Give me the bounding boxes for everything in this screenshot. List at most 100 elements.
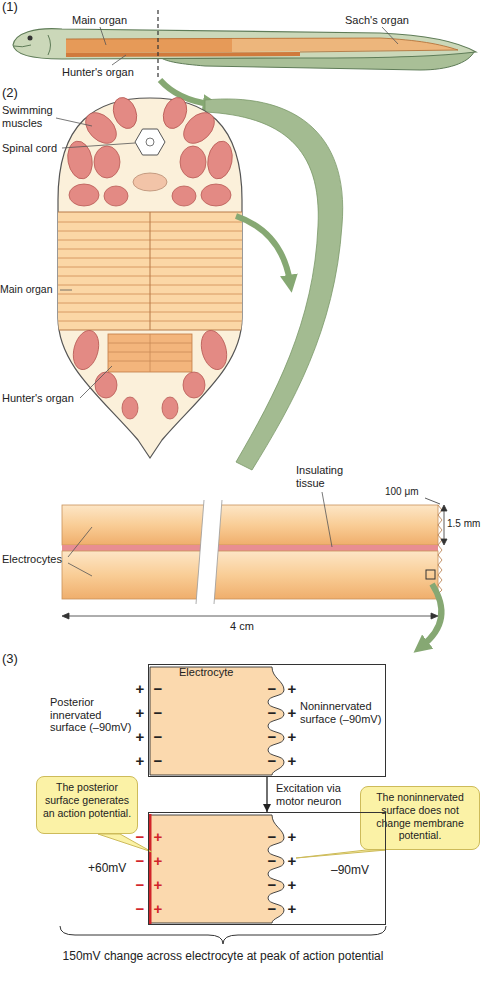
dimension-label: 4 cm [222, 620, 262, 633]
surface-label: Noninnervated surface (–90mV) [300, 700, 384, 725]
leader-line [68, 492, 332, 576]
leader-line [56, 118, 92, 126]
charge-sign: + [285, 828, 299, 845]
charge-sign: + [133, 680, 147, 697]
charge-sign: + [285, 752, 299, 769]
eel-illustration [28, 36, 33, 41]
eel-illustration [14, 45, 31, 47]
part-label: Spinal cord [2, 142, 66, 155]
electrocyte-cell [150, 815, 284, 923]
eel-illustration [13, 29, 476, 70]
spinal-cord [135, 129, 165, 155]
leader-line [382, 27, 398, 44]
charge-sign: − [265, 828, 279, 845]
charge-sign: − [151, 704, 165, 721]
part-label: Hunter's organ [62, 66, 152, 79]
leader-line [112, 55, 126, 65]
part-label: Main organ [72, 14, 152, 27]
dimension-label: 1.5 mm [447, 518, 485, 530]
electrocyte-cell [150, 667, 284, 775]
dimension-line [62, 498, 447, 619]
charge-sign: + [285, 852, 299, 869]
charge-sign: − [265, 728, 279, 745]
part-label: Swimming muscles [2, 104, 60, 129]
leader-line [56, 118, 135, 398]
charge-sign: + [151, 852, 165, 869]
swimming-muscle [65, 94, 235, 419]
swimming-muscle [197, 328, 231, 373]
eel-illustration [66, 38, 232, 53]
swimming-muscle [94, 146, 120, 178]
swimming-muscle [95, 372, 117, 398]
eel-illustration [48, 35, 51, 55]
charge-sign: − [265, 876, 279, 893]
eel-illustration [66, 52, 300, 57]
swimming-muscle [69, 328, 103, 373]
charge-sign: − [133, 852, 147, 869]
electrocyte-slab [196, 500, 222, 604]
swimming-muscle [201, 184, 231, 206]
dimension-line [65, 616, 435, 617]
electrocyte-slab [438, 505, 442, 594]
charge-sign: − [151, 680, 165, 697]
part-label: Hunter's organ [2, 392, 84, 405]
swimming-muscle [122, 397, 138, 419]
leader-line [80, 366, 112, 398]
hunters-organ-section [108, 334, 192, 372]
leader-line [100, 27, 106, 45]
green-arrow [236, 216, 290, 282]
connector-arrow [266, 777, 267, 812]
callout-box: The posterior surface generates an actio… [36, 776, 138, 834]
panel-number: (3) [2, 652, 32, 667]
part-label: Sach's organ [345, 14, 435, 27]
potential-label: +60mV [88, 862, 138, 876]
brace [60, 926, 386, 944]
electrocyte-slab [62, 505, 438, 545]
surface-label: Posterior innervated surface (–90mV) [50, 696, 135, 734]
dimension-label: 100 μm [385, 486, 435, 498]
leader-line [68, 527, 92, 557]
potential-label: –90mV [331, 863, 369, 877]
callout-box: The noninnervated surface does not chang… [360, 786, 480, 850]
charge-sign: + [151, 876, 165, 893]
part-label: Main organ [0, 283, 62, 295]
electrocyte-slab [62, 545, 438, 551]
dimension-line [444, 507, 445, 543]
dimension-line [441, 505, 447, 511]
charge-sign: − [265, 852, 279, 869]
green-arrow [422, 584, 441, 646]
eel-illustration [232, 38, 458, 52]
swimming-muscle [183, 372, 205, 398]
edge-label: Excitation via motor neuron [276, 782, 358, 807]
electrocyte-slab [426, 570, 435, 579]
charge-sign: − [265, 900, 279, 917]
electrocyte-slab [62, 551, 438, 599]
main-organ-section [40, 212, 260, 330]
spinal-cord [146, 138, 154, 146]
dimension-line [441, 539, 447, 545]
swimming-muscle [205, 139, 235, 181]
swimming-muscle [162, 397, 178, 419]
charge-sign: − [151, 752, 165, 769]
charge-sign: − [265, 704, 279, 721]
notochord [133, 173, 167, 191]
leader-line [60, 290, 72, 291]
charge-sign: − [133, 876, 147, 893]
charge-sign: − [133, 828, 147, 845]
dimension-line [431, 613, 438, 619]
charge-sign: + [133, 728, 147, 745]
brace-caption: 150mV change across electrocyte at peak … [60, 950, 386, 964]
main-organ-section [40, 212, 260, 330]
charge-sign: + [151, 828, 165, 845]
swimming-muscle [65, 139, 95, 181]
charge-sign: + [285, 900, 299, 917]
leader-line [62, 143, 135, 148]
hunters-organ-section [108, 334, 192, 372]
charge-sign: − [265, 680, 279, 697]
charge-sign: − [265, 752, 279, 769]
dimension-line [62, 613, 69, 619]
panel-number: (2) [2, 86, 32, 101]
callout-text: The noninnervated surface does not chang… [361, 787, 479, 846]
